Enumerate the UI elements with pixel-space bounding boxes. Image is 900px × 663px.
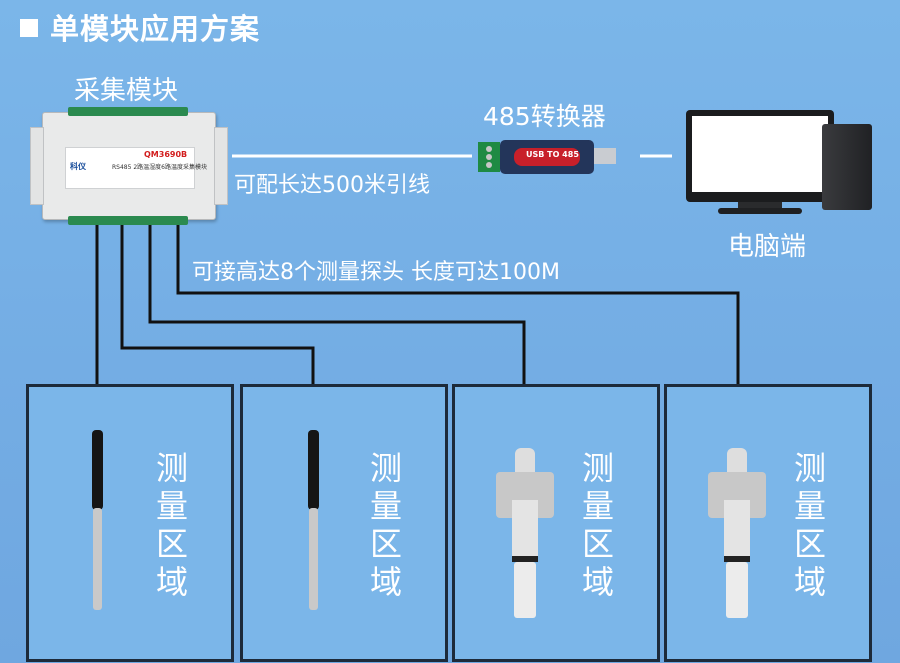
title-square-icon bbox=[20, 19, 38, 37]
humidity-probe-icon bbox=[496, 448, 554, 618]
wire-zone-3 bbox=[148, 220, 526, 440]
converter-text: USB TO 485 bbox=[526, 150, 579, 159]
cable-note: 可配长达500米引线 bbox=[234, 173, 430, 198]
module-model: QM3690B bbox=[144, 150, 188, 159]
measurement-zone-3: 测量区域 bbox=[452, 384, 660, 662]
module-label: 采集模块 bbox=[74, 76, 179, 106]
mount-ear-right bbox=[214, 127, 228, 205]
module-brand: 科仪 bbox=[70, 162, 86, 171]
pc-tower-icon bbox=[822, 124, 872, 210]
zone-label: 测量区域 bbox=[369, 449, 402, 601]
probe-note: 可接高达8个测量探头 长度可达100M bbox=[192, 260, 560, 285]
module-face: QM3690B RS485 2路温湿度6路温度采集模块 科仪 bbox=[65, 147, 207, 189]
measurement-zone-1: 测量区域 bbox=[26, 384, 234, 662]
humidity-probe-icon bbox=[708, 448, 766, 618]
zone-label: 测量区域 bbox=[155, 449, 188, 601]
wire-zone-4 bbox=[176, 220, 740, 440]
usb-converter bbox=[478, 140, 616, 174]
computer-label: 电脑端 bbox=[728, 232, 807, 262]
terminal-rail-bottom bbox=[68, 216, 188, 225]
usb-plug-icon bbox=[594, 148, 616, 164]
temperature-probe-icon bbox=[308, 430, 319, 610]
mount-ear-left bbox=[30, 127, 44, 205]
page-title: 单模块应用方案 bbox=[20, 6, 260, 48]
module-description: RS485 2路温湿度6路温度采集模块 bbox=[112, 164, 207, 171]
converter-label: 485转换器 bbox=[483, 102, 606, 131]
zone-label: 测量区域 bbox=[581, 449, 614, 601]
terminal-rail-top bbox=[68, 107, 188, 116]
collection-module: QM3690B RS485 2路温湿度6路温度采集模块 科仪 bbox=[30, 107, 228, 225]
monitor-icon bbox=[686, 110, 834, 202]
measurement-zone-2: 测量区域 bbox=[240, 384, 448, 662]
temperature-probe-icon bbox=[92, 430, 103, 610]
monitor-base bbox=[718, 208, 802, 214]
zone-label: 测量区域 bbox=[793, 449, 826, 601]
monitor-stand bbox=[738, 202, 782, 210]
measurement-zone-4: 测量区域 bbox=[664, 384, 872, 662]
